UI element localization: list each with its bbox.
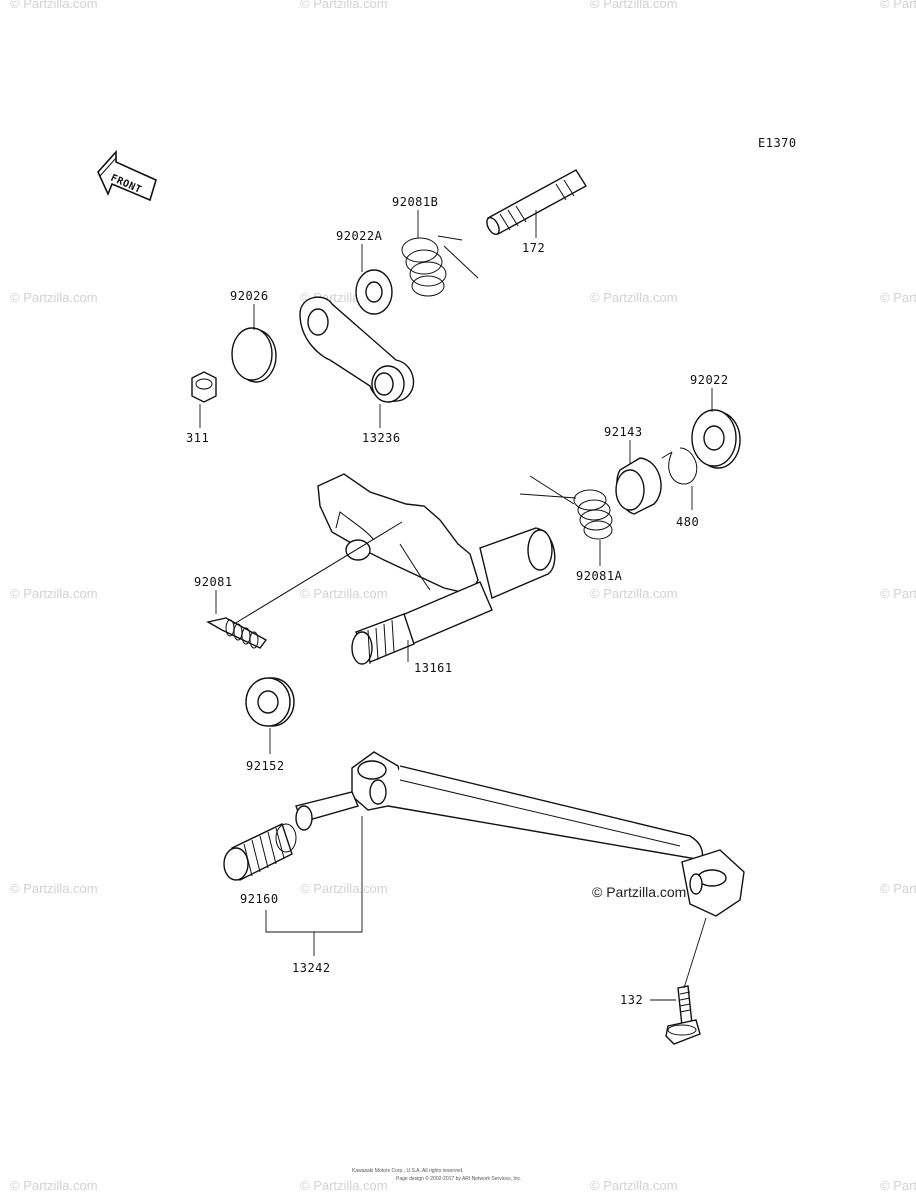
watermark: © Partzilla.com — [880, 1178, 916, 1193]
nut-311 — [191, 371, 217, 403]
label-172: 172 — [522, 241, 545, 255]
watermark: © Partzilla.com — [10, 881, 98, 896]
spring-92081 — [206, 521, 403, 649]
washer-92022 — [691, 409, 741, 469]
bolt-132 — [665, 917, 707, 1045]
watermark: © Partzilla.com — [300, 1178, 388, 1193]
label-92022: 92022 — [690, 373, 729, 387]
shaft-13161 — [317, 473, 556, 665]
label-92143: 92143 — [604, 425, 643, 439]
watermarks: © Partzilla.com © Partzilla.com © Partzi… — [10, 0, 916, 1193]
washer-92026 — [231, 327, 277, 383]
label-92152: 92152 — [246, 759, 285, 773]
watermark: © Partzilla.com — [10, 290, 98, 305]
spring-92081B — [401, 235, 479, 297]
watermark: © Partzilla.com — [590, 1178, 678, 1193]
diagram-code: E1370 — [758, 136, 797, 150]
label-92081B: 92081B — [392, 195, 438, 209]
label-92026: 92026 — [230, 289, 269, 303]
watermark: © Partzilla.com — [10, 586, 98, 601]
lever-13236 — [299, 296, 415, 403]
watermark: © Partzilla.com — [300, 0, 388, 11]
pedal-13242 — [295, 751, 745, 917]
front-arrow-icon: FRONT — [97, 149, 157, 202]
watermark: © Partzilla.com — [300, 881, 388, 896]
copyright-line-1: Kawasaki Motors Corp., U.S.A. All rights… — [352, 1168, 463, 1174]
watermark: © Partzilla.com — [590, 290, 678, 305]
label-92022A: 92022A — [336, 229, 383, 243]
watermark: © Partzilla.com — [880, 586, 916, 601]
circlip-480 — [661, 447, 698, 485]
rubber-92160 — [223, 823, 297, 882]
shaft-172 — [486, 169, 587, 235]
watermark-main: © Partzilla.com — [592, 884, 686, 900]
watermark: © Partzilla.com — [590, 586, 678, 601]
label-132: 132 — [620, 993, 643, 1007]
watermark: © Partzilla.com — [10, 0, 98, 11]
washer-92152 — [245, 677, 295, 727]
watermark: © Partzilla.com — [880, 290, 916, 305]
watermark: © Partzilla.com — [880, 881, 916, 896]
watermark: © Partzilla.com — [880, 0, 916, 11]
label-13242: 13242 — [292, 961, 331, 975]
label-92081A: 92081A — [576, 569, 623, 583]
collar-92143 — [615, 457, 662, 515]
label-13236: 13236 — [362, 431, 401, 445]
label-92081: 92081 — [194, 575, 233, 589]
label-92160: 92160 — [240, 892, 279, 906]
watermark: © Partzilla.com — [300, 586, 388, 601]
washer-92022A — [355, 269, 393, 315]
watermark: © Partzilla.com — [590, 0, 678, 11]
label-480: 480 — [676, 515, 699, 529]
watermark: © Partzilla.com — [10, 1178, 98, 1193]
label-13161: 13161 — [414, 661, 453, 675]
spring-92081A — [519, 475, 613, 540]
label-311: 311 — [186, 431, 209, 445]
copyright-line-2: Page design © 2002-2017 by ARI Network S… — [396, 1175, 521, 1182]
